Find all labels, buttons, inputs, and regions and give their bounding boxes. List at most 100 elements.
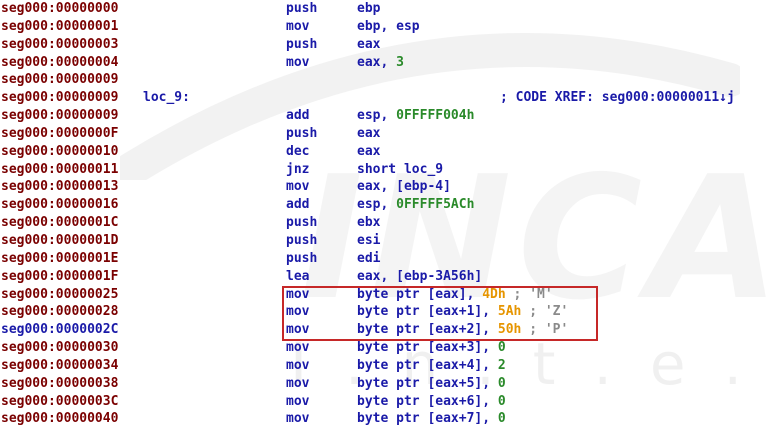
instruction-operands: esp, 0FFFFF004h — [357, 107, 474, 125]
code-line[interactable]: seg000:00000009 loc_9: ; CODE XREF: seg000… — [0, 89, 770, 107]
line-address[interactable]: seg000:00000009 — [1, 72, 119, 88]
operand-text: ebp, esp — [357, 18, 420, 34]
operand-text: eax — [357, 36, 381, 52]
immediate-value: 0 — [497, 375, 506, 391]
line-address[interactable]: seg000:00000000 — [1, 1, 119, 16]
char-comment: ; 'P' — [521, 322, 569, 338]
char-comment: ; 'Z' — [521, 304, 569, 320]
code-line[interactable]: seg000:00000009 add esp, 0FFFFF004h — [0, 107, 770, 125]
line-address[interactable]: seg000:00000013 — [1, 179, 119, 195]
line-address[interactable]: seg000:00000040 — [1, 411, 119, 427]
instruction-operands: byte ptr [eax+1], 5Ah ; 'Z' — [357, 303, 568, 321]
code-line[interactable]: seg000:0000001D push esi — [0, 232, 770, 250]
operand-text: eax, [ebp-4] — [357, 179, 451, 195]
line-address[interactable]: seg000:0000000F — [1, 125, 119, 141]
immediate-value: 50h — [497, 322, 522, 338]
line-address[interactable]: seg000:00000025 — [1, 286, 119, 302]
instruction-mnemonic: mov — [286, 179, 310, 195]
line-address[interactable]: seg000:00000034 — [1, 357, 119, 373]
code-line[interactable]: seg000:00000010 dec eax — [0, 143, 770, 161]
instruction-operands: eax — [357, 125, 380, 143]
immediate-value: 3 — [396, 54, 404, 70]
xref-comment[interactable]: ; CODE XREF: seg000:00000011↓j — [500, 90, 735, 106]
line-address[interactable]: seg000:00000001 — [1, 18, 119, 34]
code-line[interactable]: seg000:0000001E push edi — [0, 250, 770, 268]
instruction-mnemonic: push — [286, 215, 318, 231]
instruction-operands: byte ptr [eax+5], 0 — [357, 375, 506, 393]
operand-text: ebp — [357, 1, 381, 16]
operand-text: eax — [357, 125, 381, 141]
instruction-mnemonic: add — [286, 197, 310, 213]
code-label[interactable]: loc_9: — [143, 90, 190, 106]
immediate-value: 0 — [497, 340, 506, 356]
line-address[interactable]: seg000:00000009 — [1, 90, 119, 106]
instruction-operands: eax, 3 — [357, 54, 404, 72]
instruction-operands: byte ptr [eax+7], 0 — [357, 410, 506, 428]
instruction-mnemonic: push — [286, 232, 318, 248]
instruction-mnemonic: add — [286, 108, 310, 124]
instruction-mnemonic: mov — [286, 54, 310, 70]
line-address[interactable]: seg000:00000003 — [1, 36, 119, 52]
line-address[interactable]: seg000:0000001F — [1, 268, 119, 284]
operand-text: eax — [357, 143, 381, 159]
instruction-operands: ebp, esp — [357, 18, 420, 36]
instruction-operands: esi — [357, 232, 380, 250]
instruction-mnemonic: mov — [286, 411, 310, 427]
instruction-mnemonic: dec — [286, 143, 310, 159]
immediate-value: 0FFFFF5ACh — [396, 197, 475, 213]
code-line[interactable]: seg000:0000001F lea eax, [ebp-3A56h] — [0, 268, 770, 286]
instruction-mnemonic: push — [286, 250, 318, 266]
line-address[interactable]: seg000:0000001D — [1, 232, 119, 248]
line-address[interactable]: seg000:0000003C — [1, 393, 119, 409]
instruction-mnemonic: mov — [286, 286, 310, 302]
immediate-value: 0FFFFF004h — [396, 108, 475, 124]
instruction-operands: esp, 0FFFFF5ACh — [357, 196, 474, 214]
instruction-operands: byte ptr [eax+2], 50h ; 'P' — [357, 321, 568, 339]
code-line[interactable]: seg000:00000016 add esp, 0FFFFF5ACh — [0, 196, 770, 214]
operand-text: byte ptr [eax+3], — [357, 340, 498, 356]
instruction-mnemonic: lea — [286, 268, 310, 284]
line-address[interactable]: seg000:00000011 — [1, 161, 119, 177]
operand-text: esi — [357, 232, 381, 248]
instruction-operands: byte ptr [eax+3], 0 — [357, 339, 506, 357]
instruction-operands: eax, [ebp-4] — [357, 178, 451, 196]
line-address[interactable]: seg000:00000010 — [1, 143, 119, 159]
line-address[interactable]: seg000:00000004 — [1, 54, 119, 70]
instruction-operands: eax, [ebp-3A56h] — [357, 268, 482, 286]
instruction-operands: eax — [357, 143, 380, 161]
immediate-value: 5Ah — [497, 304, 522, 320]
line-address[interactable]: seg000:00000016 — [1, 197, 119, 213]
code-line[interactable]: seg000:00000004 mov eax, 3 — [0, 54, 770, 72]
immediate-value: 0 — [497, 411, 506, 427]
code-line[interactable]: seg000:00000009 — [0, 71, 770, 89]
line-address[interactable]: seg000:0000002C — [1, 322, 119, 338]
line-address[interactable]: seg000:0000001C — [1, 215, 119, 231]
line-address[interactable]: seg000:00000030 — [1, 340, 119, 356]
line-address[interactable]: seg000:0000001E — [1, 250, 119, 266]
code-line[interactable]: seg000:00000013 mov eax, [ebp-4] — [0, 178, 770, 196]
char-comment: ; 'M' — [505, 286, 553, 302]
code-line[interactable]: seg000:00000028 mov byte ptr [eax+1], 5Ah … — [0, 303, 770, 321]
line-address[interactable]: seg000:00000009 — [1, 108, 119, 124]
instruction-operands: short loc_9 — [357, 161, 443, 179]
line-address[interactable]: seg000:00000028 — [1, 304, 119, 320]
operand-text: esp, — [357, 108, 397, 124]
code-line[interactable]: seg000:00000040 mov byte ptr [eax+7], 0 — [0, 410, 770, 428]
operand-text: edi — [357, 250, 381, 266]
instruction-mnemonic: mov — [286, 304, 310, 320]
line-address[interactable]: seg000:00000038 — [1, 375, 119, 391]
instruction-mnemonic: mov — [286, 393, 310, 409]
